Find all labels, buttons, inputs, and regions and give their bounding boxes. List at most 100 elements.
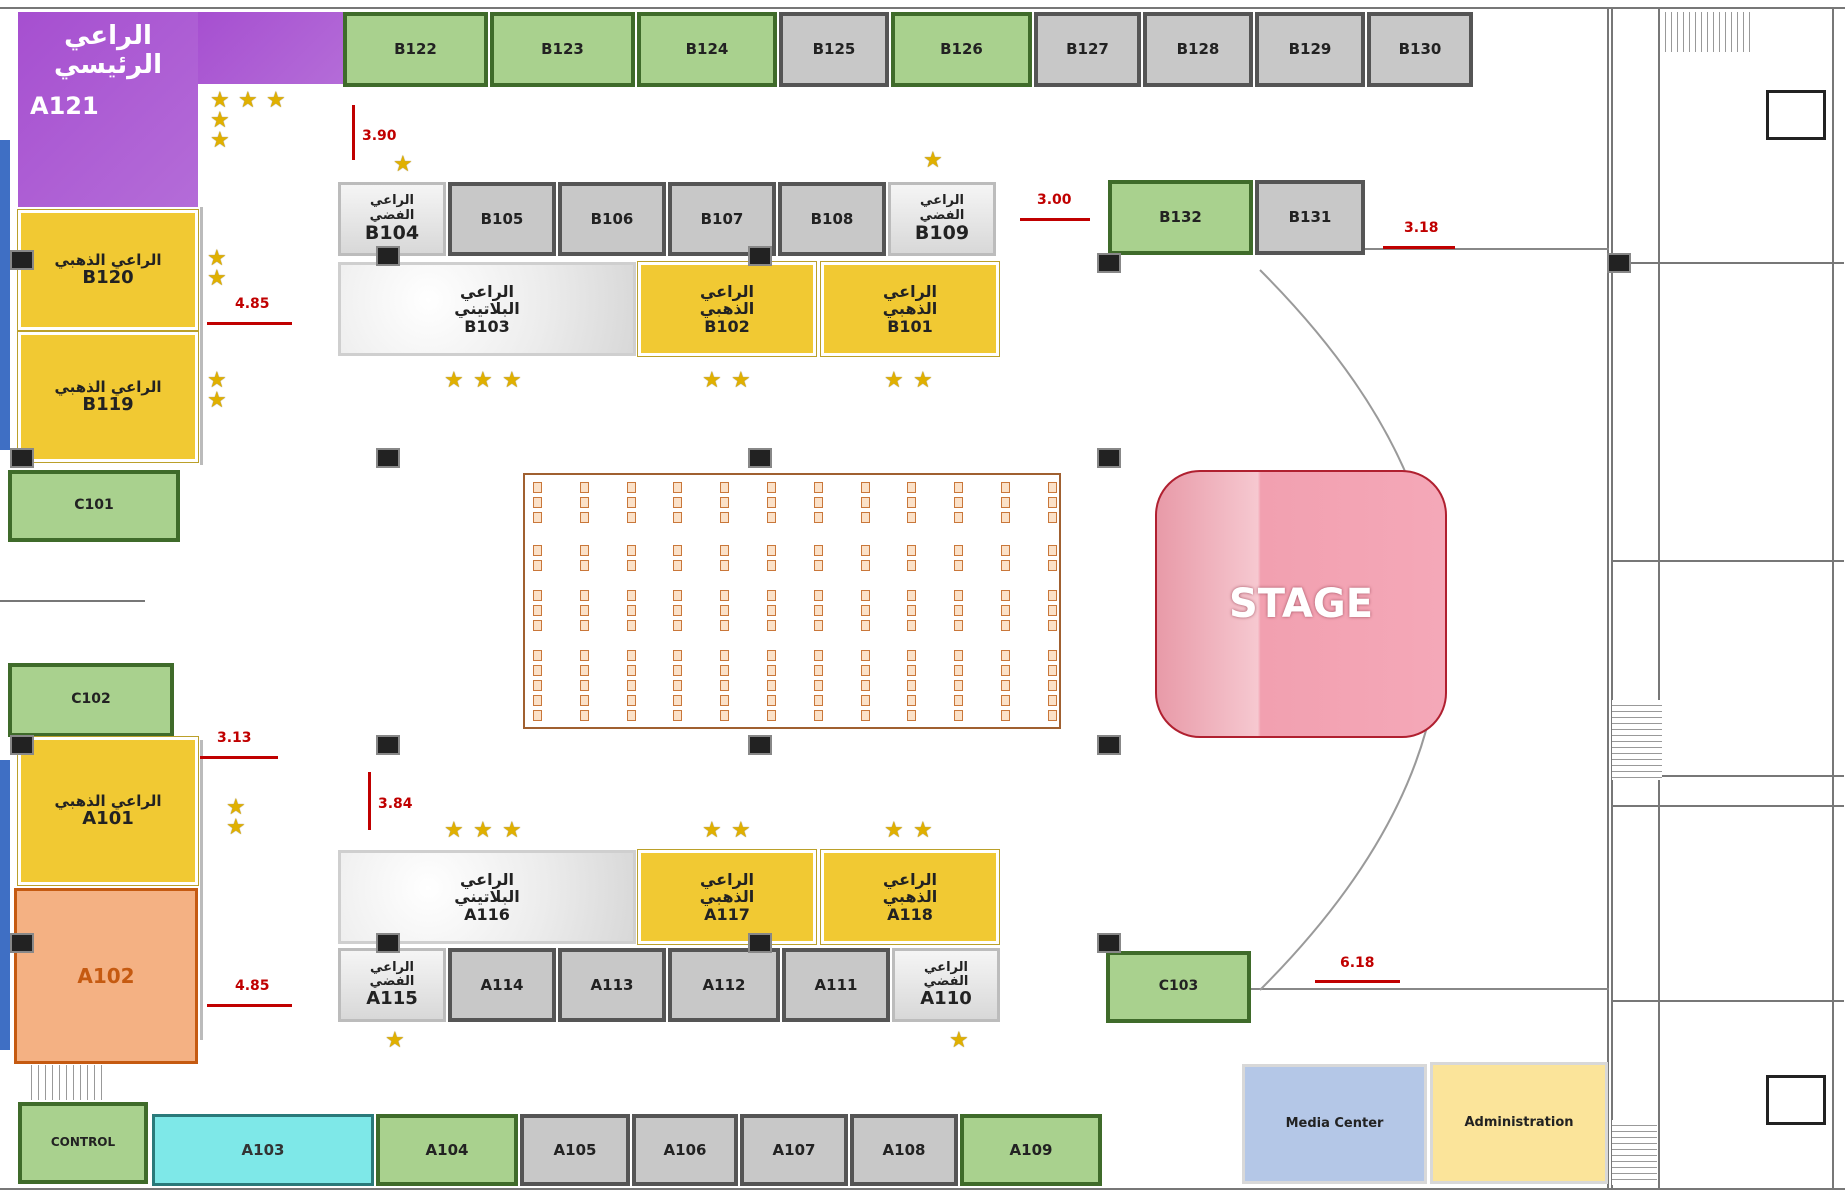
control-room[interactable]: CONTROL — [18, 1102, 148, 1184]
chair — [954, 512, 964, 523]
booth-B120-gold[interactable]: الراعي الذهبي B120 — [18, 210, 198, 330]
chair — [673, 650, 683, 661]
booth-B122[interactable]: B122 — [343, 12, 488, 87]
chair — [1001, 665, 1010, 676]
booth-A108[interactable]: A108 — [850, 1114, 958, 1186]
booth-id: A106 — [663, 1140, 707, 1159]
stair-steps-lower — [1612, 1120, 1657, 1185]
booth-B123[interactable]: B123 — [490, 12, 635, 87]
chair — [673, 710, 683, 721]
booth-B130[interactable]: B130 — [1367, 12, 1473, 87]
booth-A111[interactable]: A111 — [782, 948, 890, 1022]
chair — [626, 560, 636, 571]
booth-A101-gold[interactable]: الراعي الذهبي A101 — [18, 737, 198, 885]
booth-A115-silver[interactable]: الراعي الفضي A115 — [338, 948, 446, 1022]
booth-B107[interactable]: B107 — [668, 182, 776, 256]
chair — [954, 605, 964, 616]
booth-id: B132 — [1159, 208, 1202, 227]
booth-B108[interactable]: B108 — [778, 182, 886, 256]
media-center[interactable]: Media Center — [1242, 1064, 1427, 1184]
booth-A121-main-sponsor[interactable]: الراعي الرئيسي A121 — [18, 12, 198, 207]
dim-618: 6.18 — [1340, 955, 1375, 971]
booth-B105[interactable]: B105 — [448, 182, 556, 256]
chair — [626, 710, 636, 721]
chair — [673, 545, 683, 556]
silver-line1: الراعي — [920, 193, 964, 209]
chair — [813, 680, 823, 691]
booth-B131[interactable]: B131 — [1255, 180, 1365, 255]
bottom-wall — [0, 1188, 1845, 1190]
booth-A104[interactable]: A104 — [376, 1114, 518, 1186]
silver-line2: الفضي — [369, 974, 415, 990]
pillar — [10, 448, 34, 468]
chair — [954, 665, 964, 676]
booth-B124[interactable]: B124 — [637, 12, 777, 87]
star-icon: ★ — [385, 1028, 405, 1053]
booth-C102[interactable]: C102 — [8, 663, 174, 737]
booth-B128[interactable]: B128 — [1143, 12, 1253, 87]
chair — [1047, 695, 1057, 706]
booth-A114[interactable]: A114 — [448, 948, 556, 1022]
booth-A112[interactable]: A112 — [668, 948, 780, 1022]
chair — [907, 650, 917, 661]
dim-384: 3.84 — [378, 796, 413, 812]
chair — [813, 545, 823, 556]
booth-B119-gold[interactable]: الراعي الذهبي B119 — [18, 332, 198, 462]
chair — [673, 512, 683, 523]
booth-C101[interactable]: C101 — [8, 470, 180, 542]
booth-id: A108 — [882, 1140, 926, 1159]
chair — [673, 605, 683, 616]
star-icon: ★ — [207, 368, 227, 393]
booth-B109-silver[interactable]: الراعي الفضي B109 — [888, 182, 996, 256]
booth-id: C102 — [71, 691, 111, 708]
plat-line1: الراعي — [459, 281, 515, 301]
booth-A102[interactable]: A102 — [14, 888, 198, 1064]
chair — [907, 695, 917, 706]
chair — [1047, 545, 1057, 556]
booth-B126[interactable]: B126 — [891, 12, 1032, 87]
dim-arrow-485a — [207, 322, 292, 325]
star-icon: ★ — [266, 88, 286, 113]
stage[interactable]: STAGE — [1155, 470, 1447, 738]
dim-arrow-vertical-390 — [352, 105, 355, 160]
chair — [720, 710, 730, 721]
chair — [860, 620, 870, 631]
star-icon: ★ — [226, 815, 246, 840]
booth-A105[interactable]: A105 — [520, 1114, 630, 1186]
chair — [860, 512, 870, 523]
booth-B129[interactable]: B129 — [1255, 12, 1365, 87]
booth-B125[interactable]: B125 — [779, 12, 889, 87]
booth-C103[interactable]: C103 — [1106, 951, 1251, 1023]
chair — [860, 680, 870, 691]
pillar — [10, 933, 34, 953]
right-room-divider-3 — [1612, 775, 1844, 777]
booth-id: B104 — [364, 221, 420, 244]
booth-B102-gold[interactable]: الراعي الذهبي B102 — [638, 262, 816, 356]
booth-A103[interactable]: A103 — [152, 1114, 374, 1186]
star-icon: ★ — [444, 818, 464, 843]
booth-A109[interactable]: A109 — [960, 1114, 1102, 1186]
booth-A107[interactable]: A107 — [740, 1114, 848, 1186]
star-icon: ★ — [226, 795, 246, 820]
administration[interactable]: Administration — [1430, 1062, 1608, 1184]
booth-A106[interactable]: A106 — [632, 1114, 738, 1186]
booth-A113[interactable]: A113 — [558, 948, 666, 1022]
booth-A118-gold[interactable]: الراعي الذهبي A118 — [821, 850, 999, 944]
booth-B127[interactable]: B127 — [1034, 12, 1141, 87]
chair — [767, 650, 776, 661]
star-icon: ★ — [210, 108, 230, 133]
booth-B101-gold[interactable]: الراعي الذهبي B101 — [821, 262, 999, 356]
booth-B106[interactable]: B106 — [558, 182, 666, 256]
booth-A117-gold[interactable]: الراعي الذهبي A117 — [638, 850, 816, 944]
gold-line2: الذهبي — [699, 887, 755, 907]
booth-id: A109 — [1009, 1140, 1053, 1159]
booth-id: A118 — [887, 904, 933, 924]
booth-A110-silver[interactable]: الراعي الفضي A110 — [892, 948, 1000, 1022]
booth-B103-platinum[interactable]: الراعي البلاتيني B103 — [338, 262, 636, 356]
booth-B132[interactable]: B132 — [1108, 180, 1253, 255]
booth-B104-silver[interactable]: الراعي الفضي B104 — [338, 182, 446, 256]
booth-id: B128 — [1176, 40, 1220, 59]
chair — [813, 590, 823, 601]
chair — [813, 695, 823, 706]
booth-A116-platinum[interactable]: الراعي البلاتيني A116 — [338, 850, 636, 944]
